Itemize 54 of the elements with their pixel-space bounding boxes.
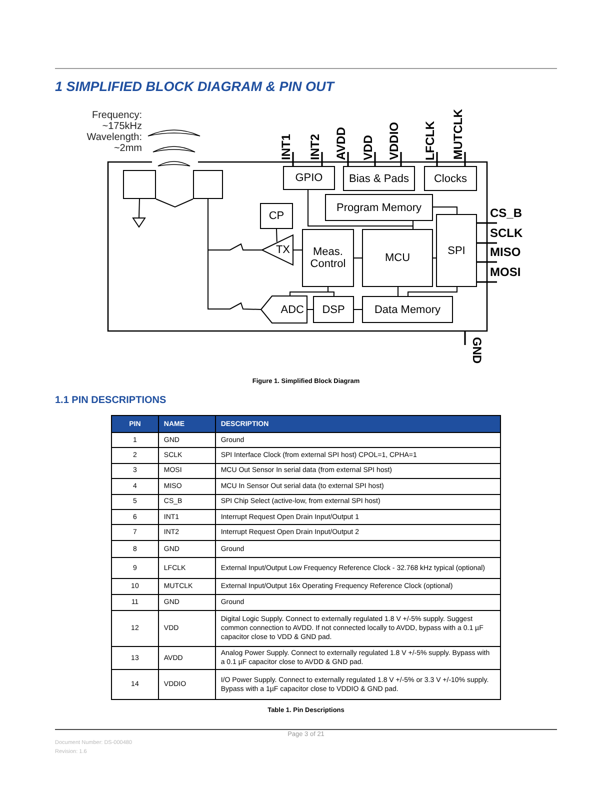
function-block: Program Memory: [325, 194, 433, 221]
connector-line: [477, 242, 497, 244]
subsection-heading: 1.1 PIN DESCRIPTIONS: [55, 395, 166, 406]
function-block: SPI: [436, 214, 477, 287]
pin-label: CS_B: [490, 207, 522, 219]
connector-line: [156, 198, 194, 208]
section-heading: 1 SIMPLIFIED BLOCK DIAGRAM & PIN OUT: [55, 79, 334, 94]
connector-line: [464, 331, 466, 345]
pin-label: SCLK: [490, 227, 523, 239]
connector-line: [347, 152, 349, 166]
transducer-box: [123, 170, 156, 199]
connector-line: [464, 152, 466, 166]
transducer-box: [193, 170, 223, 199]
adc-symbol: ADC: [261, 296, 307, 323]
connector-line: [308, 190, 414, 230]
connector-line: [477, 222, 497, 224]
pin-label: INT2: [309, 134, 321, 160]
function-block: DSP: [313, 296, 354, 323]
function-block: Bias & Pads: [343, 166, 415, 191]
chip-outline: [108, 162, 487, 331]
connector-line: [477, 281, 497, 283]
connector-line: [374, 152, 376, 166]
connector-line: [477, 261, 497, 263]
function-block: Meas. Control: [302, 229, 354, 287]
annotation-text: Wavelength: ~2mm: [86, 132, 142, 154]
pin-label: INT1: [280, 134, 292, 160]
ground-symbol: [133, 218, 145, 227]
connector-line: [412, 220, 414, 230]
connector-line: [208, 198, 262, 310]
connector-line: [432, 206, 458, 214]
amplifier-symbol: TX: [262, 235, 293, 265]
connector-line: [321, 152, 323, 166]
pin-label: LFCLK: [424, 120, 436, 160]
pin-label: VDDIO: [388, 122, 400, 160]
connector-line: [354, 309, 362, 310]
annotation-text: Frequency: ~175kHz: [90, 110, 142, 132]
pin-label: MISO: [490, 246, 521, 258]
function-block: Clocks: [424, 166, 477, 191]
function-block: MCU: [362, 229, 433, 287]
pin-label: MUTCLK: [452, 109, 464, 160]
connector-line: [138, 198, 140, 218]
connector-line: [400, 152, 402, 166]
connector-line: [436, 152, 438, 166]
function-block: GPIO: [283, 166, 335, 190]
function-block: CP: [260, 203, 293, 229]
pin-label: MOSI: [490, 266, 521, 278]
connector-line: [408, 286, 458, 296]
function-block: Data Memory: [362, 296, 453, 323]
connector-line: [276, 228, 278, 242]
pin-label: GND: [471, 337, 483, 364]
connector-line: [306, 309, 314, 310]
connector-line: [292, 152, 294, 166]
pin-label: AVDD: [335, 126, 347, 160]
pin-label: VDD: [362, 134, 374, 160]
